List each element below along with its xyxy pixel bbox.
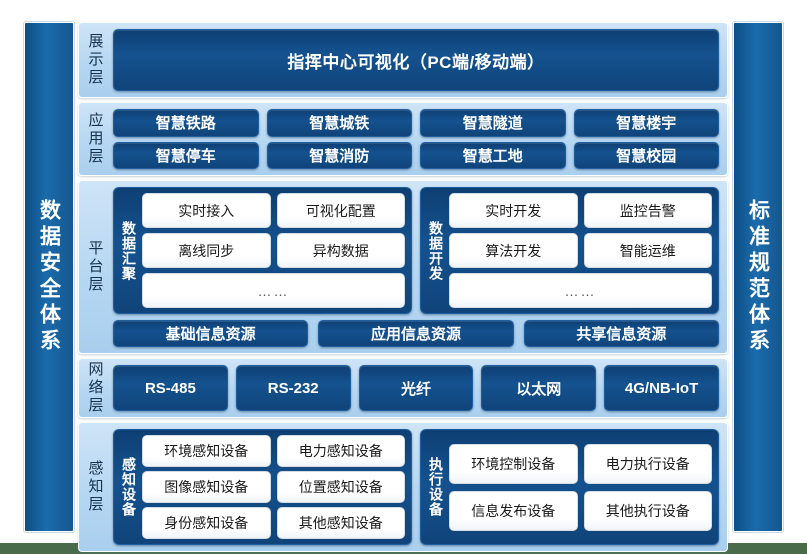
chip-power-sensing-device[interactable]: 电力感知设备 [276, 435, 405, 467]
layer-platform-label-text: 平台层 [86, 240, 104, 294]
chip-location-sensing-device[interactable]: 位置感知设备 [276, 471, 405, 503]
chip-optical-fiber[interactable]: 光纤 [358, 365, 474, 411]
group-sensing-devices-label-text: 感知设备 [121, 457, 137, 517]
group-data-development-grid: 实时开发 监控告警 算法开发 智能运维 …… [449, 193, 712, 308]
group-sensing-devices-label: 感知设备 [116, 435, 142, 539]
development-row-2: 算法开发 智能运维 [449, 233, 712, 268]
group-sensing-devices-grid: 环境感知设备 电力感知设备 图像感知设备 位置感知设备 身份感知设备 其他感知设… [142, 435, 405, 539]
chip-smart-railway[interactable]: 智慧铁路 [113, 109, 259, 137]
layer-platform: 平台层 数据汇聚 实时接入 可视化配置 [78, 180, 728, 354]
chip-smart-parking[interactable]: 智慧停车 [113, 141, 259, 169]
group-actuator-devices-label-text: 执行设备 [428, 457, 444, 517]
platform-resources: 基础信息资源 应用信息资源 共享信息资源 [113, 320, 719, 347]
group-actuator-devices-label: 执行设备 [423, 435, 449, 539]
group-data-development-label: 数据开发 [423, 193, 449, 308]
actuator-row-2: 信息发布设备 其他执行设备 [449, 490, 712, 531]
platform-groups: 数据汇聚 实时接入 可视化配置 离线同步 异构数据 [113, 187, 719, 314]
development-row-3: …… [449, 273, 712, 308]
actuator-row-1: 环境控制设备 电力执行设备 [449, 443, 712, 484]
sensing-row-3: 身份感知设备 其他感知设备 [142, 507, 405, 539]
pillar-left-label: 数据安全体系 [37, 199, 61, 355]
chip-heterogeneous-data[interactable]: 异构数据 [276, 233, 405, 268]
chip-visual-config[interactable]: 可视化配置 [276, 193, 405, 228]
group-actuator-devices-grid: 环境控制设备 电力执行设备 信息发布设备 其他执行设备 [449, 435, 712, 539]
chip-monitoring-alarm[interactable]: 监控告警 [583, 193, 712, 228]
chip-other-actuator-device[interactable]: 其他执行设备 [583, 490, 712, 531]
chip-smart-construction-site[interactable]: 智慧工地 [420, 141, 566, 169]
group-sensing-devices: 感知设备 环境感知设备 电力感知设备 图像感知设备 位置感知设备 [113, 429, 412, 545]
group-data-aggregation-label: 数据汇聚 [116, 193, 142, 308]
perception-groups: 感知设备 环境感知设备 电力感知设备 图像感知设备 位置感知设备 [113, 429, 719, 545]
layer-stack: 展示层 指挥中心可视化（PC端/移动端） 应用层 智慧铁路 智慧城铁 智慧隧道 … [78, 22, 728, 552]
layer-perception-body: 感知设备 环境感知设备 电力感知设备 图像感知设备 位置感知设备 [111, 423, 727, 551]
chip-realtime-ingest[interactable]: 实时接入 [142, 193, 271, 228]
chip-other-sensing-device[interactable]: 其他感知设备 [276, 507, 405, 539]
sensing-row-2: 图像感知设备 位置感知设备 [142, 471, 405, 503]
chip-environment-control-device[interactable]: 环境控制设备 [449, 443, 578, 484]
group-actuator-devices: 执行设备 环境控制设备 电力执行设备 信息发布设备 其他执行设备 [420, 429, 719, 545]
aggregation-row-1: 实时接入 可视化配置 [142, 193, 405, 228]
chip-power-actuator-device[interactable]: 电力执行设备 [583, 443, 712, 484]
chip-offline-sync[interactable]: 离线同步 [142, 233, 271, 268]
chip-realtime-development[interactable]: 实时开发 [449, 193, 578, 228]
group-data-aggregation-label-text: 数据汇聚 [121, 220, 137, 281]
layer-presentation: 展示层 指挥中心可视化（PC端/移动端） [78, 22, 728, 98]
layer-presentation-body: 指挥中心可视化（PC端/移动端） [111, 23, 727, 97]
chip-command-center[interactable]: 指挥中心可视化（PC端/移动端） [113, 29, 719, 91]
chip-intelligent-ops[interactable]: 智能运维 [583, 233, 712, 268]
chip-smart-urban-rail[interactable]: 智慧城铁 [266, 109, 412, 137]
chip-rs485[interactable]: RS-485 [113, 365, 228, 411]
chip-development-more[interactable]: …… [449, 273, 712, 308]
layer-application-body: 智慧铁路 智慧城铁 智慧隧道 智慧楼宇 智慧停车 智慧消防 智慧工地 智慧校园 [111, 103, 727, 175]
group-data-development-label-text: 数据开发 [428, 220, 444, 281]
chip-smart-firefighting[interactable]: 智慧消防 [266, 141, 412, 169]
layer-network: 网络层 RS-485 RS-232 光纤 以太网 4G/NB-IoT [78, 358, 728, 418]
layer-network-body: RS-485 RS-232 光纤 以太网 4G/NB-IoT [111, 359, 727, 417]
group-data-aggregation: 数据汇聚 实时接入 可视化配置 离线同步 异构数据 [113, 187, 412, 314]
chip-basic-info-resource[interactable]: 基础信息资源 [113, 320, 309, 347]
application-row-1: 智慧铁路 智慧城铁 智慧隧道 智慧楼宇 [113, 109, 719, 137]
chip-aggregation-more[interactable]: …… [142, 273, 405, 308]
network-row: RS-485 RS-232 光纤 以太网 4G/NB-IoT [113, 365, 719, 411]
layer-presentation-label-text: 展示层 [86, 33, 104, 87]
chip-4g-nbiot[interactable]: 4G/NB-IoT [604, 365, 719, 411]
application-row-2: 智慧停车 智慧消防 智慧工地 智慧校园 [113, 141, 719, 169]
group-data-development: 数据开发 实时开发 监控告警 算法开发 智能运维 [420, 187, 719, 314]
layer-platform-label: 平台层 [79, 181, 111, 353]
chip-smart-tunnel[interactable]: 智慧隧道 [420, 109, 566, 137]
chip-application-info-resource[interactable]: 应用信息资源 [318, 320, 514, 347]
sensing-row-1: 环境感知设备 电力感知设备 [142, 435, 405, 467]
chip-image-sensing-device[interactable]: 图像感知设备 [142, 471, 271, 503]
group-data-aggregation-grid: 实时接入 可视化配置 离线同步 异构数据 …… [142, 193, 405, 308]
development-row-1: 实时开发 监控告警 [449, 193, 712, 228]
chip-smart-building[interactable]: 智慧楼宇 [573, 109, 719, 137]
layer-application-label-text: 应用层 [86, 112, 104, 166]
chip-identity-sensing-device[interactable]: 身份感知设备 [142, 507, 271, 539]
layer-network-label: 网络层 [79, 359, 111, 417]
layer-perception-label-text: 感知层 [86, 460, 104, 514]
layer-perception: 感知层 感知设备 环境感知设备 电力感知设备 [78, 422, 728, 552]
chip-algorithm-development[interactable]: 算法开发 [449, 233, 578, 268]
pillar-data-security: 数据安全体系 [24, 22, 74, 532]
chip-rs232[interactable]: RS-232 [235, 365, 351, 411]
chip-smart-campus[interactable]: 智慧校园 [573, 141, 719, 169]
layer-presentation-label: 展示层 [79, 23, 111, 97]
pillar-right-label: 标准规范体系 [746, 199, 770, 355]
layer-application-label: 应用层 [79, 103, 111, 175]
layer-perception-label: 感知层 [79, 423, 111, 551]
pillar-standards: 标准规范体系 [733, 22, 783, 532]
layer-platform-body: 数据汇聚 实时接入 可视化配置 离线同步 异构数据 [111, 181, 727, 353]
chip-environment-sensing-device[interactable]: 环境感知设备 [142, 435, 271, 467]
chip-ethernet[interactable]: 以太网 [481, 365, 597, 411]
aggregation-row-3: …… [142, 273, 405, 308]
layer-application: 应用层 智慧铁路 智慧城铁 智慧隧道 智慧楼宇 智慧停车 智慧消防 智慧工地 智… [78, 102, 728, 176]
chip-shared-info-resource[interactable]: 共享信息资源 [523, 320, 719, 347]
chip-info-publishing-device[interactable]: 信息发布设备 [449, 490, 578, 531]
aggregation-row-2: 离线同步 异构数据 [142, 233, 405, 268]
layer-network-label-text: 网络层 [86, 361, 104, 415]
